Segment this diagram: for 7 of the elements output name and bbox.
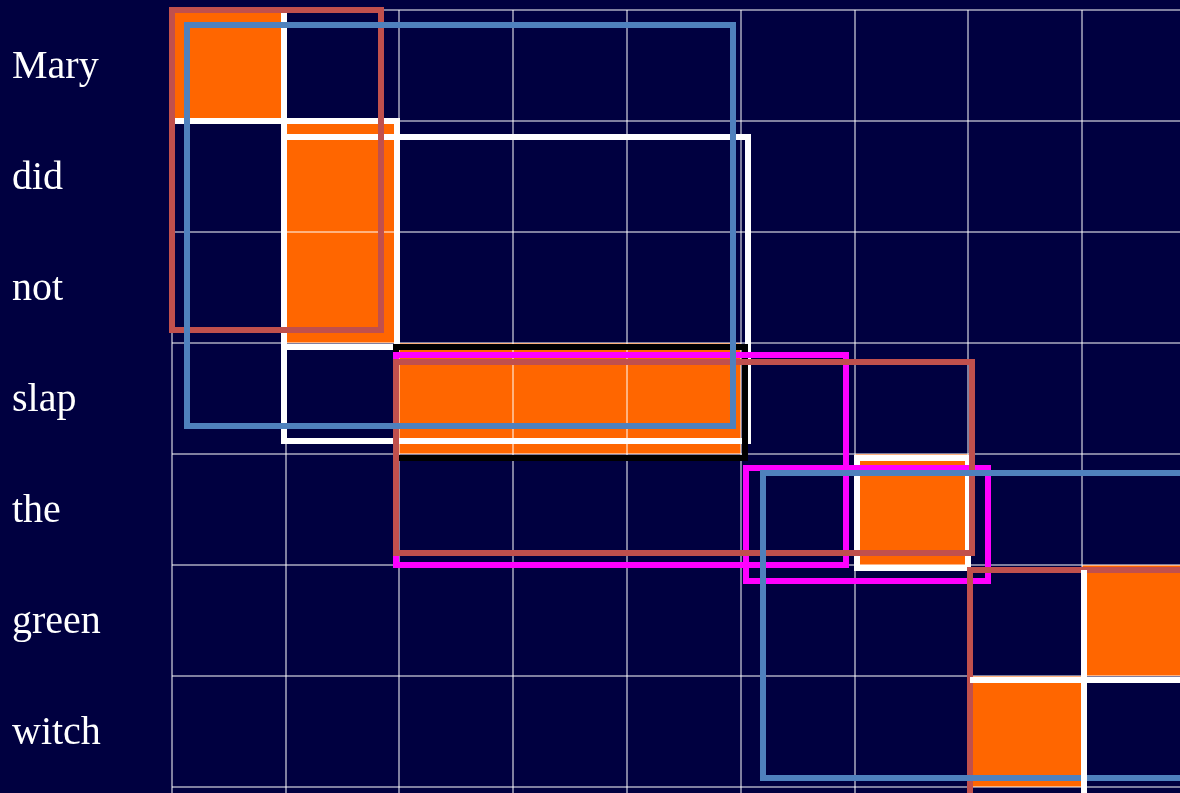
word-label: slap [12,374,77,422]
word-label: Mary [12,41,99,89]
word-label: not [12,263,64,311]
word-label: witch [12,707,101,755]
word-label: did [12,152,64,200]
word-label: the [12,485,61,533]
word-label: green [12,596,101,644]
